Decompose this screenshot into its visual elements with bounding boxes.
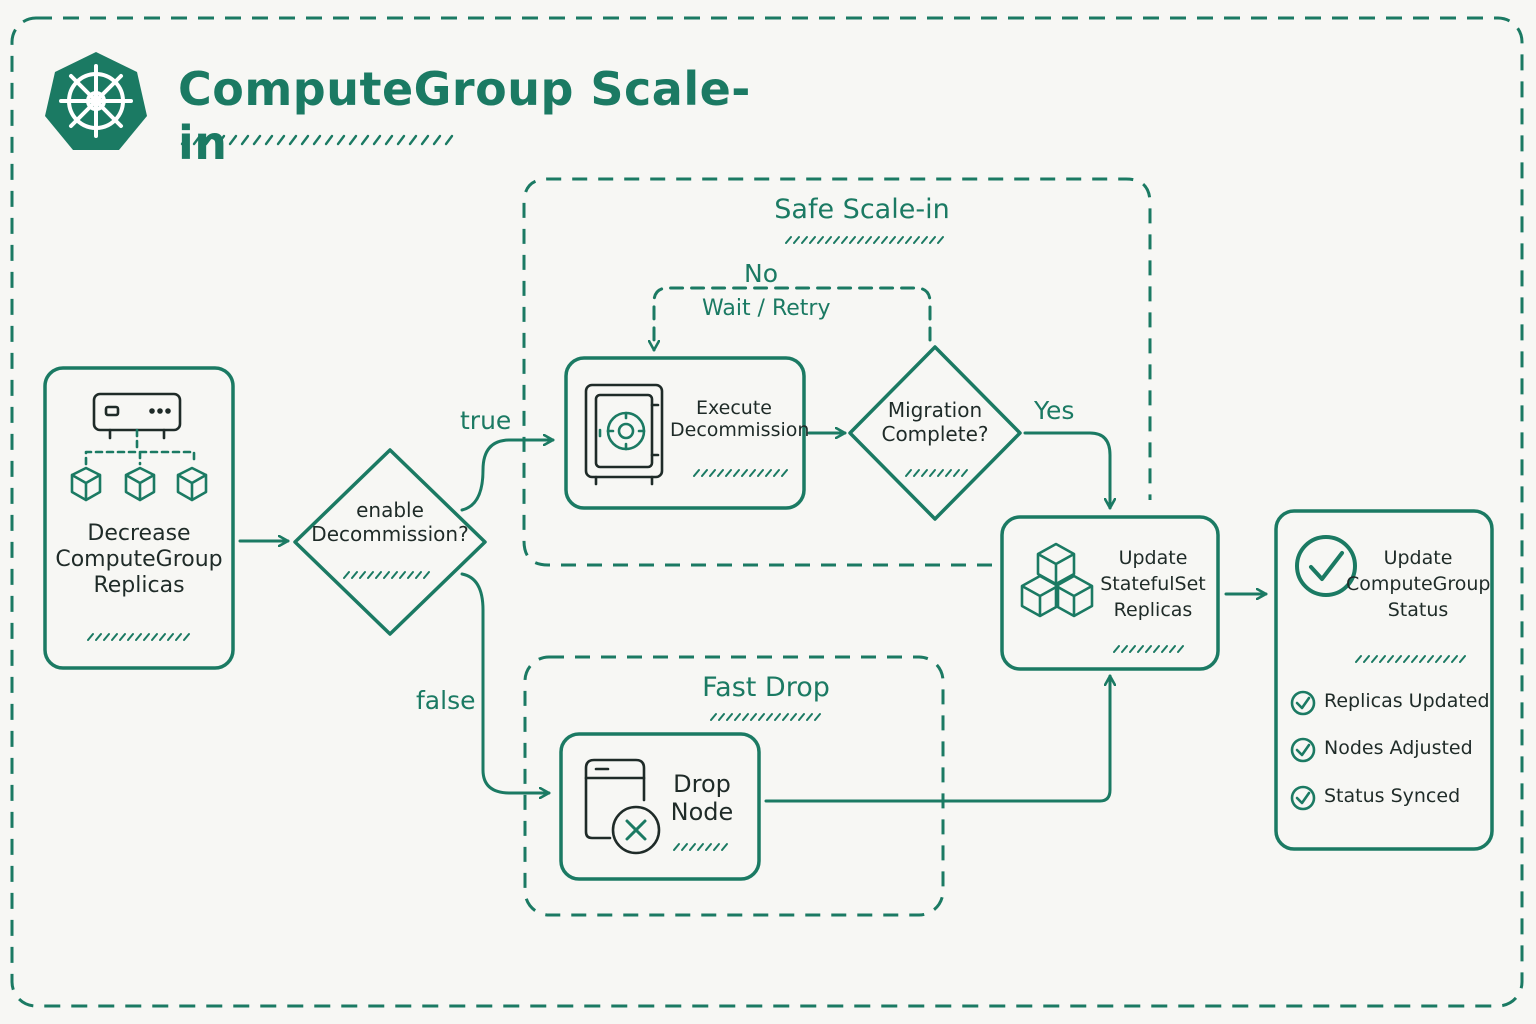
edge-migration-yes [1023, 431, 1110, 510]
status-check-status: Status Synced [1324, 785, 1461, 807]
execute-decommission-box [564, 356, 806, 510]
fast-drop-label: Fast Drop [702, 672, 830, 703]
migration-line-2: Complete? [881, 421, 989, 446]
cubes-icon [1020, 542, 1094, 618]
status-check-icons [1290, 690, 1316, 811]
decrease-replicas-label: Decrease ComputeGroup Replicas [47, 521, 231, 599]
safe-vault-icon [584, 383, 664, 486]
migration-complete-label: Migration Complete? [870, 398, 1000, 446]
edge-label-wait-retry: Wait / Retry [702, 296, 831, 321]
update-status-line-3: Status [1387, 598, 1449, 621]
update-statefulset-box [1000, 515, 1220, 671]
drop-node-icon [584, 758, 661, 855]
update-status-label: Update ComputeGroup Status [1346, 546, 1491, 623]
drop-line-1: Drop [673, 770, 731, 798]
node-label-underlines [87, 236, 1466, 851]
outer-frame [10, 16, 1524, 1008]
edge-label-no: No [744, 259, 778, 288]
helm-logo-icon [45, 52, 147, 150]
status-check-replicas: Replicas Updated [1324, 690, 1490, 712]
edge-enable-false [460, 572, 551, 793]
edge-drop-to-update [764, 674, 1110, 803]
migration-complete-diamond [848, 345, 1022, 521]
execute-line-1: Execute [696, 397, 772, 419]
execute-line-2: Decommission [670, 419, 810, 442]
update-status-line-2: ComputeGroup [1346, 572, 1491, 595]
enable-decommission-diamond [293, 448, 487, 636]
drop-node-label: Drop Node [664, 770, 740, 827]
update-status-line-1: Update [1383, 547, 1453, 569]
edge-enable-true [460, 440, 555, 512]
title-underline [180, 134, 454, 146]
decrease-line-2: ComputeGroup [55, 546, 223, 572]
page-title: ComputeGroup Scale-in [178, 62, 751, 171]
decrease-line-3: Replicas [93, 572, 185, 598]
update-sts-line-2: StatefulSet [1100, 572, 1206, 595]
status-check-nodes: Nodes Adjusted [1324, 737, 1473, 759]
drop-node-box [559, 732, 761, 881]
drop-line-2: Node [670, 798, 734, 827]
decrease-line-1: Decrease [87, 521, 191, 546]
update-sts-line-3: Replicas [1113, 598, 1193, 621]
fast-drop-group [523, 655, 945, 917]
server-replicas-icon [70, 392, 208, 502]
edge-label-true: true [460, 406, 512, 435]
update-status-box [1274, 509, 1494, 851]
edge-label-yes: Yes [1034, 396, 1075, 425]
edge-migration-no-retry [654, 286, 932, 352]
migration-line-1: Migration [887, 398, 983, 422]
edge-label-false: false [416, 686, 476, 715]
enable-line-1: enable [356, 498, 424, 522]
safe-scale-in-group [522, 177, 1152, 567]
checkmark-circle-icon [1295, 535, 1357, 597]
update-statefulset-label: Update StatefulSet Replicas [1092, 546, 1214, 623]
enable-line-2: Decommission? [311, 521, 469, 546]
safe-scale-in-label: Safe Scale-in [774, 194, 950, 225]
enable-decommission-label: enable Decommission? [306, 498, 474, 546]
update-sts-line-1: Update [1118, 547, 1188, 569]
decrease-replicas-box [43, 366, 235, 670]
execute-decommission-label: Execute Decommission [670, 397, 810, 442]
